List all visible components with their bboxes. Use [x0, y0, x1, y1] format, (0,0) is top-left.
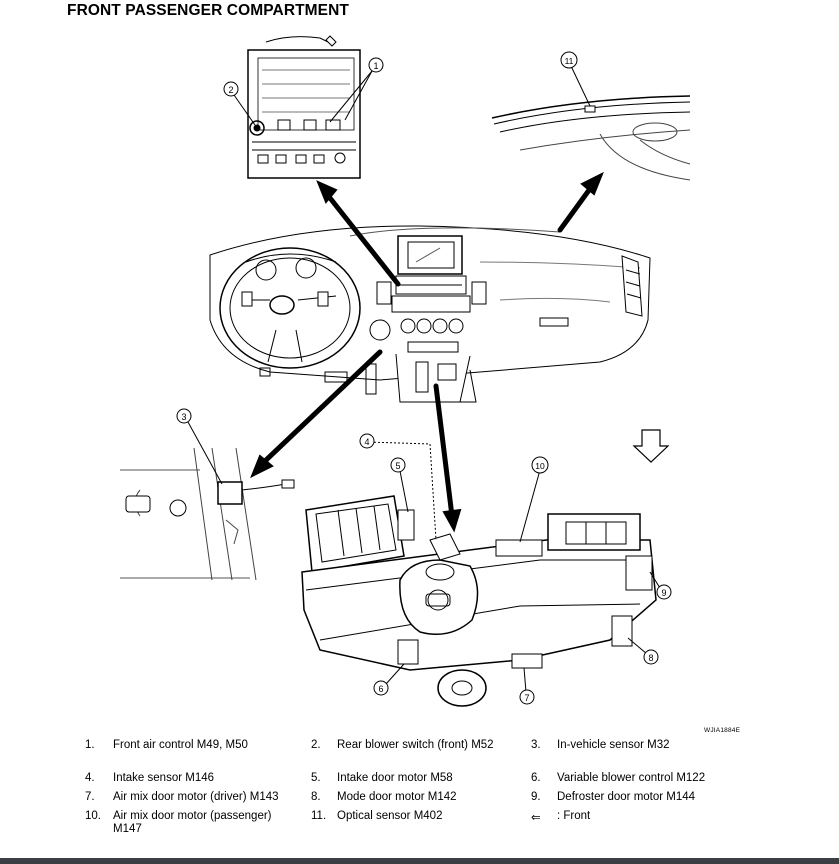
- legend-text: Intake sensor M146: [113, 772, 215, 784]
- legend-text: : Front: [557, 810, 591, 822]
- callout-8: [643, 649, 659, 665]
- legend-num: 4.: [85, 772, 95, 784]
- callout-6: [373, 680, 389, 696]
- legend-num: ⇐: [531, 812, 541, 824]
- callout-5: [390, 457, 406, 473]
- pointer-arrows: [250, 171, 604, 533]
- callout-9: [656, 584, 672, 600]
- legend-text: Intake door motor M58: [337, 772, 453, 784]
- legend-num: 5.: [311, 772, 321, 784]
- hvac-unit: [301, 441, 661, 707]
- legend-text: Optical sensor M402: [337, 810, 443, 822]
- svg-text:10: 10: [535, 461, 545, 471]
- front-direction-arrow-icon: [632, 429, 670, 463]
- inset-control-panel: [233, 35, 373, 179]
- dashboard: [209, 225, 651, 403]
- callout-3: [176, 408, 192, 424]
- callout-7: [519, 689, 535, 705]
- svg-text:6: 6: [378, 684, 383, 694]
- diagram: 1 2 3 4 5 6 7 8 9 10 11: [120, 35, 691, 707]
- callout-4: [359, 433, 375, 449]
- svg-text:4: 4: [364, 437, 369, 447]
- callout-10: [531, 456, 549, 474]
- legend-text: Defroster door motor M144: [557, 791, 696, 803]
- footer-bar: [0, 858, 839, 864]
- legend-num: 8.: [311, 791, 321, 803]
- legend-num: 10.: [85, 810, 101, 822]
- legend-num: 6.: [531, 772, 541, 784]
- svg-text:5: 5: [395, 461, 400, 471]
- figure-code: WJIA1884E: [704, 727, 741, 734]
- inset-optical-sensor: [491, 65, 691, 181]
- inset-in-vehicle-sensor: [120, 421, 295, 581]
- svg-text:2: 2: [228, 85, 233, 95]
- svg-text:11: 11: [565, 56, 574, 66]
- legend-text: Air mix door motor (passenger) M147: [113, 810, 272, 835]
- callouts: 1 2 3 4 5 6 7 8 9 10 11: [176, 51, 672, 705]
- legend-text: Air mix door motor (driver) M143: [113, 791, 279, 803]
- svg-text:1: 1: [373, 61, 378, 71]
- legend-num: 9.: [531, 791, 541, 803]
- svg-text:3: 3: [181, 412, 186, 422]
- legend-text: Mode door motor M142: [337, 791, 457, 803]
- callout-2: [223, 81, 239, 97]
- callout-1: [368, 57, 384, 73]
- legend-num: 11.: [311, 810, 327, 822]
- svg-text:9: 9: [661, 588, 666, 598]
- page-title: FRONT PASSENGER COMPARTMENT: [67, 2, 349, 19]
- callout-11: [560, 51, 578, 69]
- legend-text: Variable blower control M122: [557, 772, 706, 784]
- legend-num: 7.: [85, 791, 95, 803]
- svg-text:8: 8: [648, 653, 653, 663]
- svg-text:7: 7: [524, 693, 529, 703]
